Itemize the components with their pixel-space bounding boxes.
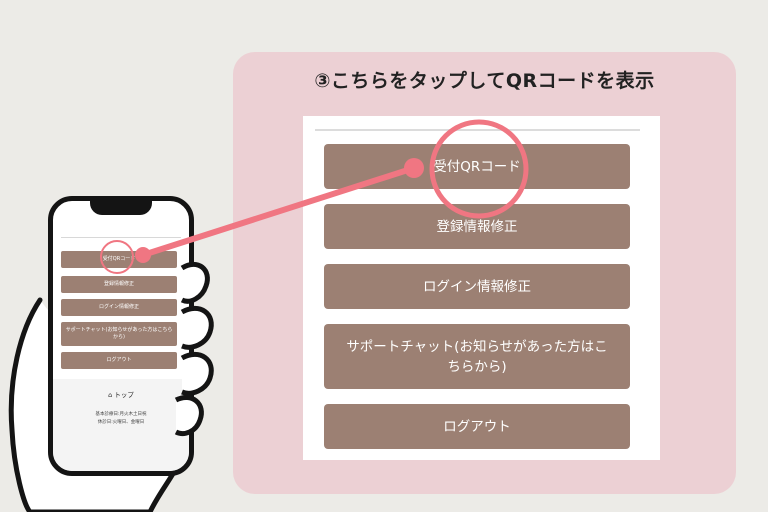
phone-support-chat-button[interactable]: サポートチャット(お知らせがあった方はこちらから) xyxy=(61,322,177,346)
clinic-hours: 基本診療日:月火木土日祝 休診日:火曜日、金曜日 xyxy=(53,411,189,427)
phone-footer: ⌂ トップ 基本診療日:月火木土日祝 休診日:火曜日、金曜日 xyxy=(53,379,189,471)
phone-edit-login-button[interactable]: ログイン情報修正 xyxy=(61,299,177,316)
hours-line-2: 休診日:火曜日、金曜日 xyxy=(97,420,145,425)
logout-button[interactable]: ログアウト xyxy=(324,404,630,449)
fingers xyxy=(174,261,214,436)
support-chat-button[interactable]: サポートチャット(お知らせがあった方はこちらから) xyxy=(324,324,630,389)
zoomed-menu-card: 受付QRコード 登録情報修正 ログイン情報修正 サポートチャット(お知らせがあっ… xyxy=(303,116,660,460)
hours-line-1: 基本診療日:月火木土日祝 xyxy=(95,412,147,417)
home-icon: ⌂ xyxy=(108,391,113,399)
divider xyxy=(61,237,181,238)
phone-logout-button[interactable]: ログアウト xyxy=(61,352,177,369)
top-link[interactable]: ⌂ トップ xyxy=(53,389,189,399)
instruction-heading: ③こちらをタップしてQRコードを表示 xyxy=(314,70,655,92)
divider xyxy=(315,129,640,131)
zoom-highlight-circle xyxy=(429,119,529,219)
callout-dot-large xyxy=(404,158,424,178)
phone-edit-registration-button[interactable]: 登録情報修正 xyxy=(61,276,177,293)
callout-dot-small xyxy=(135,247,151,263)
top-link-label: トップ xyxy=(114,391,134,399)
edit-registration-button[interactable]: 登録情報修正 xyxy=(324,204,630,249)
callout-line xyxy=(140,165,417,258)
phone-highlight-circle xyxy=(100,240,134,274)
phone-notch xyxy=(90,201,152,215)
edit-login-button[interactable]: ログイン情報修正 xyxy=(324,264,630,309)
